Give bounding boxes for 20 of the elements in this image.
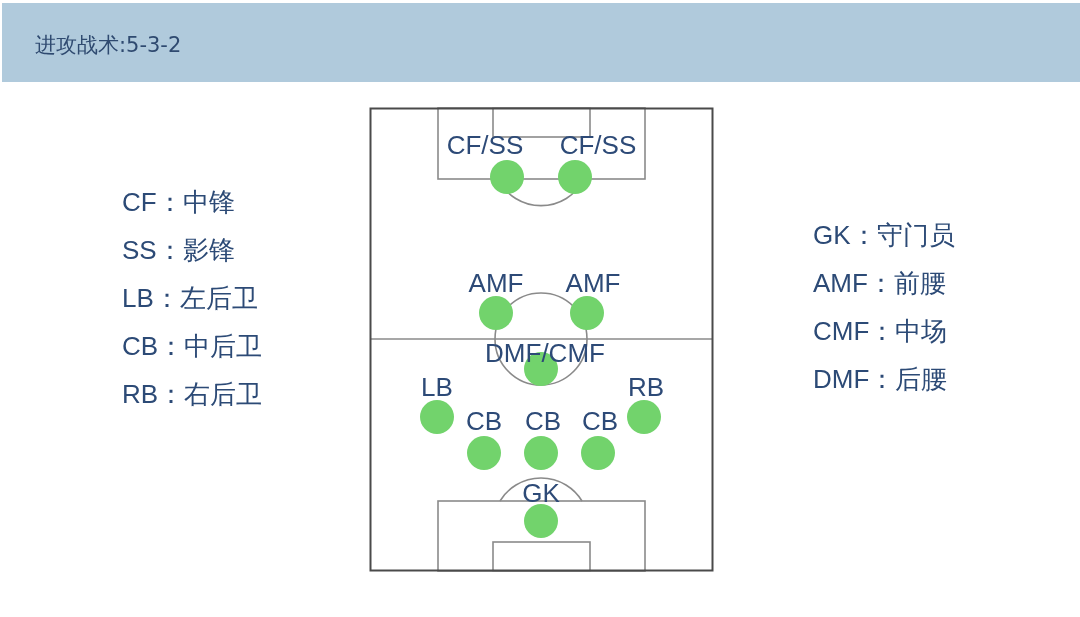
position-label: CF/SS [446, 132, 524, 158]
position-label: CB [581, 408, 619, 434]
term-definition: CMF：中场 [813, 316, 948, 346]
term-definition: AMF：前腰 [813, 268, 946, 298]
position-label: AMF [468, 270, 524, 296]
term-definition: GK：守门员 [813, 220, 955, 250]
position-label: CB [465, 408, 503, 434]
position-label: CB [524, 408, 562, 434]
term-definition: SS：影锋 [122, 235, 235, 265]
position-label: GK [522, 480, 560, 506]
position-label: CF/SS [559, 132, 637, 158]
term-definition: DMF：后腰 [813, 364, 948, 394]
title: 进攻战术:5-3-2 [35, 33, 182, 57]
position-label: RB [627, 374, 665, 400]
term-definition: CF：中锋 [122, 187, 235, 217]
term-definition: CB：中后卫 [122, 331, 263, 361]
term-definition: RB：右后卫 [122, 379, 263, 409]
term-definition: LB：左后卫 [122, 283, 258, 313]
position-label: AMF [565, 270, 621, 296]
position-label: LB [421, 374, 453, 400]
